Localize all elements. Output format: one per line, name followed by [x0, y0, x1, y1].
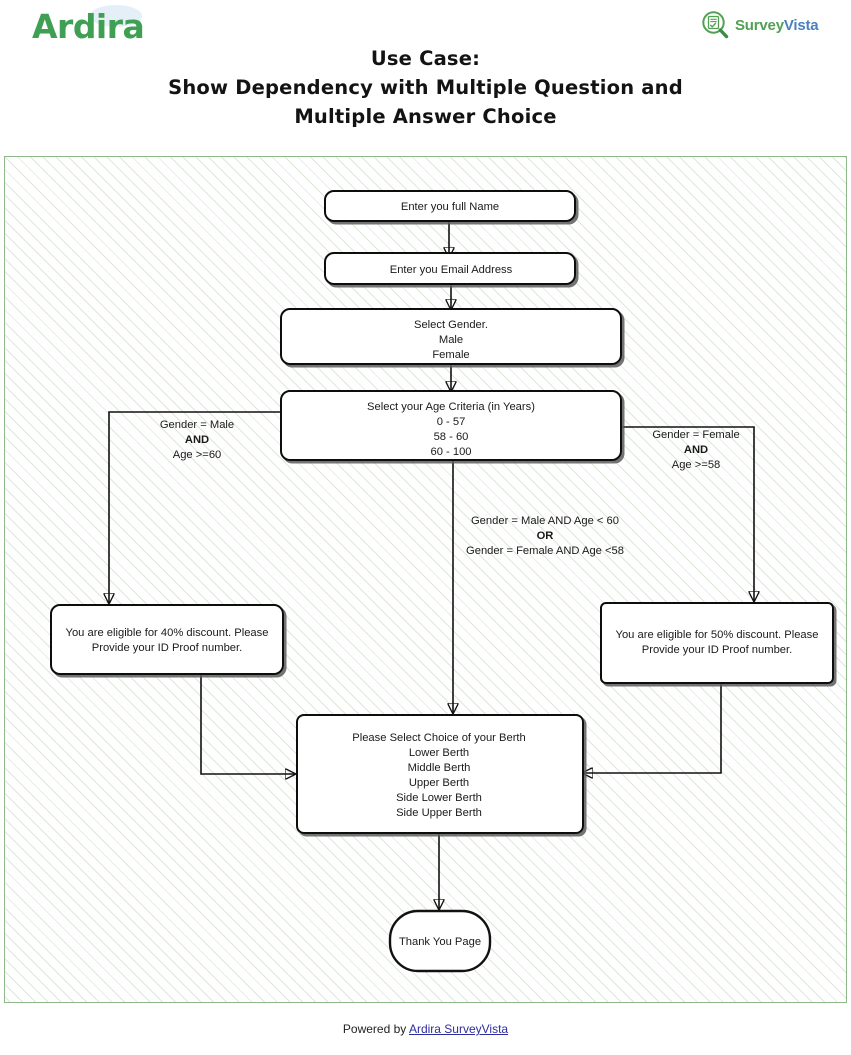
node-select-berth-line-2: Lower Berth [409, 747, 469, 759]
page-title-line-1: Use Case: [370, 47, 481, 70]
edge-label-right-line-2: AND [684, 444, 708, 456]
surveyvista-word-vista: Vista [783, 16, 819, 34]
page-title-line-2: Show Dependency with Multiple Question a… [168, 76, 683, 99]
edge-age-to-discount50 [621, 426, 754, 601]
node-enter-full-name-line-1: Enter you full Name [401, 201, 499, 213]
node-enter-email-address[interactable]: Enter you Email Address [324, 252, 576, 285]
node-discount-40-line-2: Provide your ID Proof number. [92, 642, 242, 654]
flowchart-canvas: Gender = Male AND Age >=60 Gender = Fema… [4, 156, 847, 1003]
node-select-gender-line-3: Female [432, 349, 469, 361]
edge-label-left-line-2: AND [185, 434, 209, 446]
footer-link-ardira-surveyvista[interactable]: Ardira SurveyVista [408, 1022, 509, 1036]
node-select-age-criteria-line-3: 58 - 60 [434, 431, 469, 443]
edge-label-center-line-2: OR [537, 530, 554, 542]
edge-label-right: Gender = Female AND Age >=58 [652, 429, 739, 471]
flowchart-connectors [109, 221, 754, 909]
footer-prefix: Powered by [342, 1022, 409, 1036]
node-discount-50-line-1: You are eligible for 50% discount. Pleas… [616, 629, 819, 641]
page-footer: Powered by Ardira SurveyVista [0, 1022, 851, 1036]
edge-label-left-line-1: Gender = Male [160, 419, 234, 431]
node-select-berth-line-1: Please Select Choice of your Berth [352, 732, 526, 744]
node-discount-50-line-2: Provide your ID Proof number. [642, 644, 792, 656]
page-title-line-3: Multiple Answer Choice [294, 105, 557, 128]
node-select-berth-line-6: Side Upper Berth [396, 807, 482, 819]
page-header: Ardira SurveyVista Use Case: Show Depend… [0, 0, 851, 152]
node-discount-40[interactable]: You are eligible for 40% discount. Pleas… [50, 604, 284, 675]
node-thank-you-page-line-1: Thank You Page [399, 936, 481, 948]
magnifier-checklist-icon [702, 11, 729, 39]
node-select-gender[interactable]: Select Gender. Male Female [280, 308, 622, 365]
surveyvista-logo-text: SurveyVista [735, 16, 819, 34]
node-thank-you-page[interactable]: Thank You Page [388, 909, 492, 973]
edge-discount40-to-berth [200, 674, 295, 774]
edge-label-center-line-3: Gender = Female AND Age <58 [466, 545, 624, 557]
svg-text:Ardira: Ardira [32, 7, 144, 46]
node-select-age-criteria-line-1: Select your Age Criteria (in Years) [367, 401, 535, 413]
ardira-logo-text: Ardira [32, 7, 144, 46]
node-select-gender-line-2: Male [439, 334, 463, 346]
edge-label-center-line-1: Gender = Male AND Age < 60 [471, 515, 619, 527]
node-discount-50[interactable]: You are eligible for 50% discount. Pleas… [600, 602, 834, 684]
node-select-berth-line-3: Middle Berth [408, 762, 471, 774]
surveyvista-logo: SurveyVista [700, 8, 830, 42]
edge-label-left-line-3: Age >=60 [173, 449, 222, 461]
edge-label-right-line-1: Gender = Female [652, 429, 739, 441]
flowchart-svg: Gender = Male AND Age >=60 Gender = Fema… [50, 190, 834, 973]
edge-age-to-discount40 [109, 411, 281, 603]
surveyvista-word-survey: Survey [735, 16, 784, 34]
node-select-age-criteria[interactable]: Select your Age Criteria (in Years) 0 - … [280, 390, 622, 461]
node-enter-email-address-line-1: Enter you Email Address [390, 264, 513, 276]
edge-label-right-line-3: Age >=58 [672, 459, 721, 471]
node-select-berth[interactable]: Please Select Choice of your Berth Lower… [296, 714, 584, 834]
edge-discount50-to-berth [583, 683, 722, 773]
node-discount-40-line-1: You are eligible for 40% discount. Pleas… [66, 627, 269, 639]
edge-label-left: Gender = Male AND Age >=60 [160, 419, 234, 461]
node-select-age-criteria-line-4: 60 - 100 [430, 446, 471, 458]
node-select-berth-line-4: Upper Berth [409, 777, 469, 789]
node-select-age-criteria-line-2: 0 - 57 [437, 416, 466, 428]
ardira-logo: Ardira [30, 4, 210, 48]
node-enter-full-name[interactable]: Enter you full Name [324, 190, 576, 222]
edge-label-center: Gender = Male AND Age < 60 OR Gender = F… [466, 515, 624, 557]
ardira-logo-icon: Ardira [32, 5, 145, 46]
page-title: Use Case: Show Dependency with Multiple … [0, 44, 851, 131]
node-select-berth-line-5: Side Lower Berth [396, 792, 482, 804]
node-select-gender-line-1: Select Gender. [414, 319, 488, 331]
